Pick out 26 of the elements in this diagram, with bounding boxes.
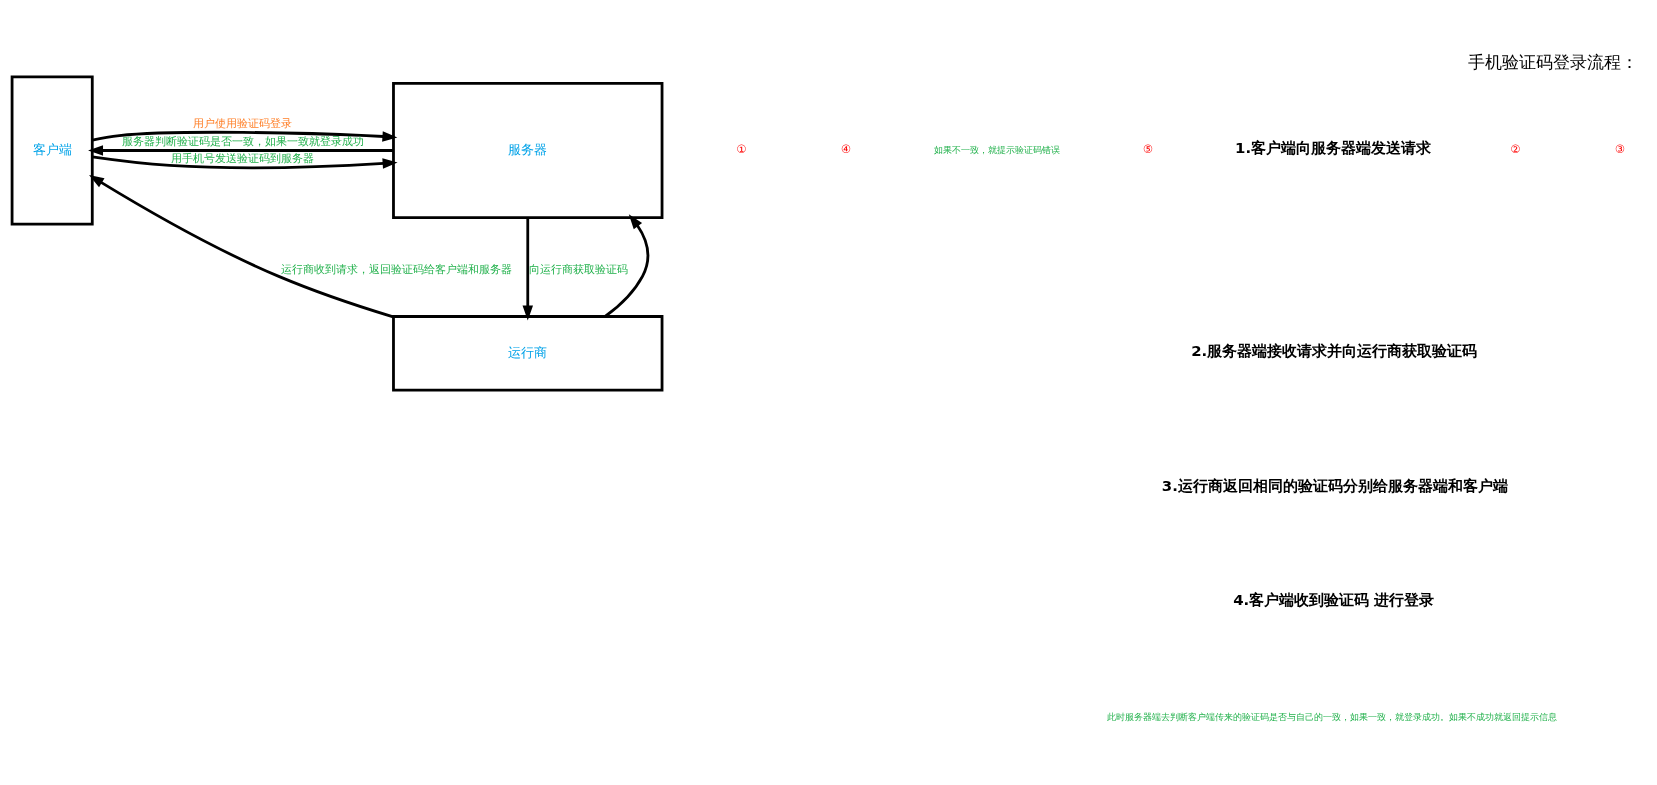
label: ③ (1614, 143, 1625, 157)
node-box: 运行商 (392, 315, 664, 392)
label: 3.运行商返回相同的验证码分别给服务器端和客户端 (1161, 476, 1508, 495)
arrow (88, 145, 394, 156)
arrow (92, 130, 398, 142)
arrow (604, 214, 650, 318)
arrow (92, 155, 398, 170)
label: 如果不一致，就提示验证码错误 (933, 143, 1060, 155)
label: ⑤ (1142, 143, 1153, 157)
edge-label: 用手机号发送验证码到服务器 (171, 152, 315, 166)
arrow (522, 217, 533, 321)
label: 此时服务器端去判断客户端传来的验证码是否与自己的一致，如果一致，就登录成功。如果不成功就返回提示信息 (1106, 710, 1557, 722)
edge-label: 向运行商获取验证码 (529, 263, 629, 277)
label: ④ (840, 143, 851, 157)
node-box: 服务器 (392, 81, 664, 220)
node-box: 客户端 (10, 75, 94, 226)
label: 4.客户端收到验证码 进行登录 (1233, 591, 1435, 610)
label: ① (736, 143, 747, 157)
edge-label: 运行商收到请求，返回验证码给客户端和服务器 (281, 263, 513, 277)
label: ② (1510, 143, 1521, 157)
diagram-title: 手机验证码登录流程： (1468, 51, 1639, 72)
edge-label: 用户使用验证码登录 (193, 116, 293, 130)
edge-label: 服务器判断验证码是否一致，如果一致就登录成功 (121, 134, 364, 148)
arrow (89, 174, 394, 319)
label: 2.服务器端接收请求并向运行商获取验证码 (1191, 341, 1478, 360)
label: 1.客户端向服务器端发送请求 (1235, 139, 1432, 158)
